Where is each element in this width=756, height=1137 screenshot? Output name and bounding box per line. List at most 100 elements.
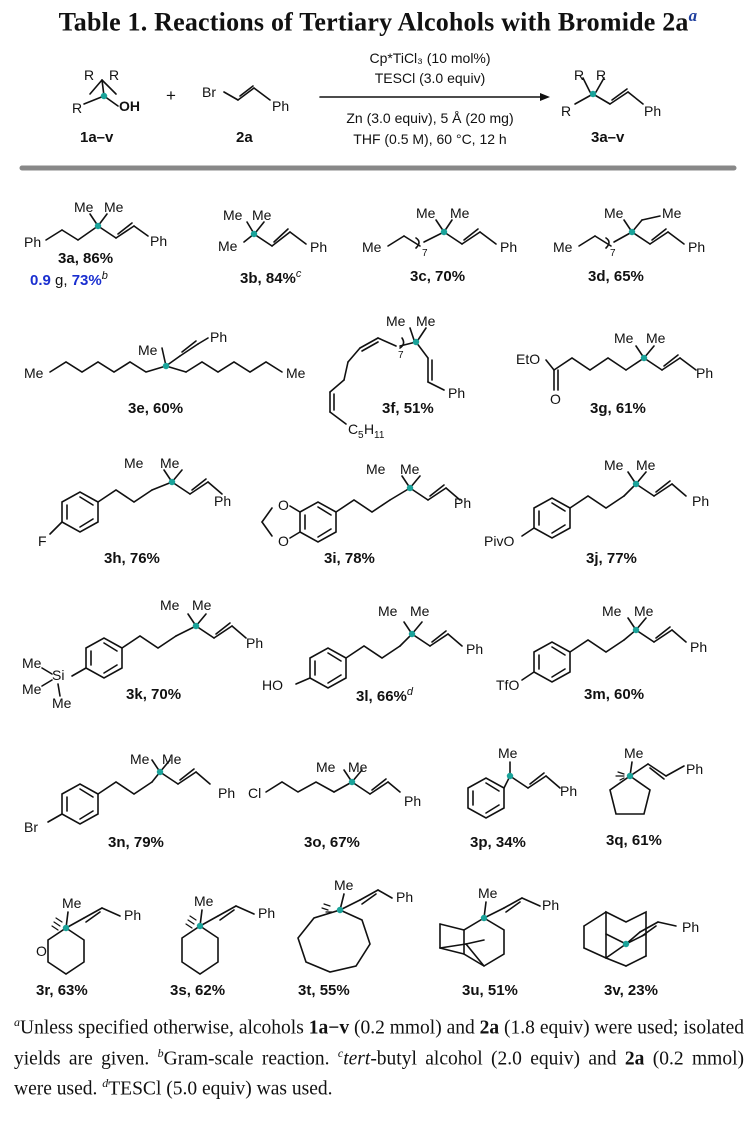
svg-text:Me: Me (362, 239, 382, 255)
label-3p: 3p, 34% (470, 834, 526, 851)
svg-text:Me: Me (124, 455, 144, 471)
svg-text:Me: Me (218, 238, 238, 254)
structure-3v: Ph (583, 910, 699, 967)
svg-text:Me: Me (62, 895, 82, 911)
reactant-1-label: 1a–v (80, 129, 114, 146)
structure-3t: Me Ph (297, 877, 413, 973)
label-3e: 3e, 60% (128, 400, 184, 417)
svg-text:Me: Me (553, 239, 573, 255)
svg-text:Me: Me (604, 457, 624, 473)
reactant-2-label: 2a (236, 129, 253, 146)
svg-text:Me: Me (286, 365, 306, 381)
reaction-arrow (319, 93, 550, 101)
condition-reductant: Zn (3.0 equiv), 5 Å (20 mg) (346, 110, 514, 126)
svg-text:Ph: Ph (210, 329, 227, 345)
svg-text:Ph: Ph (258, 905, 275, 921)
label-3v: 3v, 23% (604, 982, 658, 999)
svg-text:Me: Me (160, 597, 180, 613)
label-3c: 3c, 70% (410, 268, 466, 285)
reactant-2-structure: Br Ph (202, 84, 289, 114)
svg-text:Ph: Ph (692, 493, 709, 509)
structure-3p: Me Ph (467, 745, 577, 819)
svg-text:PivO: PivO (484, 533, 514, 549)
svg-text:Cl: Cl (248, 785, 261, 801)
svg-text:R: R (72, 100, 82, 116)
condition-catalyst: Cp*TiCl₃ (10 mol%) (369, 50, 491, 66)
svg-text:Me: Me (478, 885, 498, 901)
svg-text:TfO: TfO (496, 677, 519, 693)
structure-3h: F Me Me Ph (38, 455, 231, 549)
svg-text:Me: Me (614, 330, 634, 346)
svg-text:OH: OH (119, 98, 140, 114)
label-3k: 3k, 70% (126, 686, 182, 703)
svg-text:Me: Me (192, 597, 212, 613)
label-3l: 3l, 66%d (356, 686, 414, 705)
svg-text:Ph: Ph (218, 785, 235, 801)
svg-text:F: F (38, 533, 47, 549)
svg-text:Me: Me (662, 205, 682, 221)
structure-3j: PivO Me Me Ph (484, 457, 709, 549)
condition-solvent: THF (0.5 M), 60 °C, 12 h (353, 131, 507, 147)
label-3s: 3s, 62% (170, 982, 226, 999)
svg-text:Me: Me (252, 207, 272, 223)
svg-text:11: 11 (374, 430, 385, 441)
svg-text:Me: Me (138, 342, 158, 358)
label-3b: 3b, 84%c (240, 268, 302, 287)
label-3n: 3n, 79% (108, 834, 164, 851)
svg-text:Me: Me (646, 330, 666, 346)
svg-text:O: O (278, 533, 289, 549)
svg-text:Me: Me (22, 681, 42, 697)
svg-text:7: 7 (610, 248, 616, 259)
svg-text:Ph: Ph (682, 919, 699, 935)
svg-text:Me: Me (636, 457, 656, 473)
svg-text:Ph: Ph (448, 385, 465, 401)
svg-text:R: R (109, 67, 119, 83)
structure-3s: Me Ph (181, 893, 275, 975)
table-title: Table 1. Reactions of Tertiary Alcohols … (58, 6, 698, 37)
label-3q: 3q, 61% (606, 832, 662, 849)
svg-text:Ph: Ph (454, 495, 471, 511)
structure-3r: O Me Ph (36, 895, 141, 975)
label-3m: 3m, 60% (584, 686, 645, 703)
svg-text:Me: Me (160, 455, 180, 471)
svg-text:Ph: Ph (214, 493, 231, 509)
svg-text:Ph: Ph (310, 239, 327, 255)
label-3g: 3g, 61% (590, 400, 646, 417)
svg-text:Me: Me (604, 205, 624, 221)
svg-text:Ph: Ph (688, 239, 705, 255)
gram-scale-3a: 0.9 g, 73%b (30, 270, 108, 289)
svg-text:Ph: Ph (500, 239, 517, 255)
svg-text:O: O (278, 497, 289, 513)
svg-text:Me: Me (602, 603, 622, 619)
condition-silane: TESCl (3.0 equiv) (374, 70, 486, 86)
plus-sign: + (166, 86, 176, 105)
svg-text:Br: Br (24, 819, 38, 835)
svg-text:Me: Me (162, 751, 182, 767)
svg-text:Me: Me (498, 745, 518, 761)
svg-text:Ph: Ph (644, 103, 661, 119)
label-3f: 3f, 51% (382, 400, 434, 417)
svg-text:Si: Si (52, 667, 64, 683)
svg-text:Me: Me (366, 461, 386, 477)
label-3t: 3t, 55% (298, 982, 350, 999)
svg-text:Ph: Ph (150, 233, 167, 249)
svg-text:Ph: Ph (24, 234, 41, 250)
label-3d: 3d, 65% (588, 268, 644, 285)
svg-text:5: 5 (358, 430, 364, 441)
svg-text:Me: Me (634, 603, 654, 619)
svg-text:7: 7 (422, 248, 428, 259)
svg-text:Me: Me (348, 759, 368, 775)
label-3j: 3j, 77% (586, 550, 637, 567)
svg-text:H: H (364, 421, 374, 437)
svg-text:Me: Me (624, 745, 644, 761)
svg-text:Ph: Ph (124, 907, 141, 923)
